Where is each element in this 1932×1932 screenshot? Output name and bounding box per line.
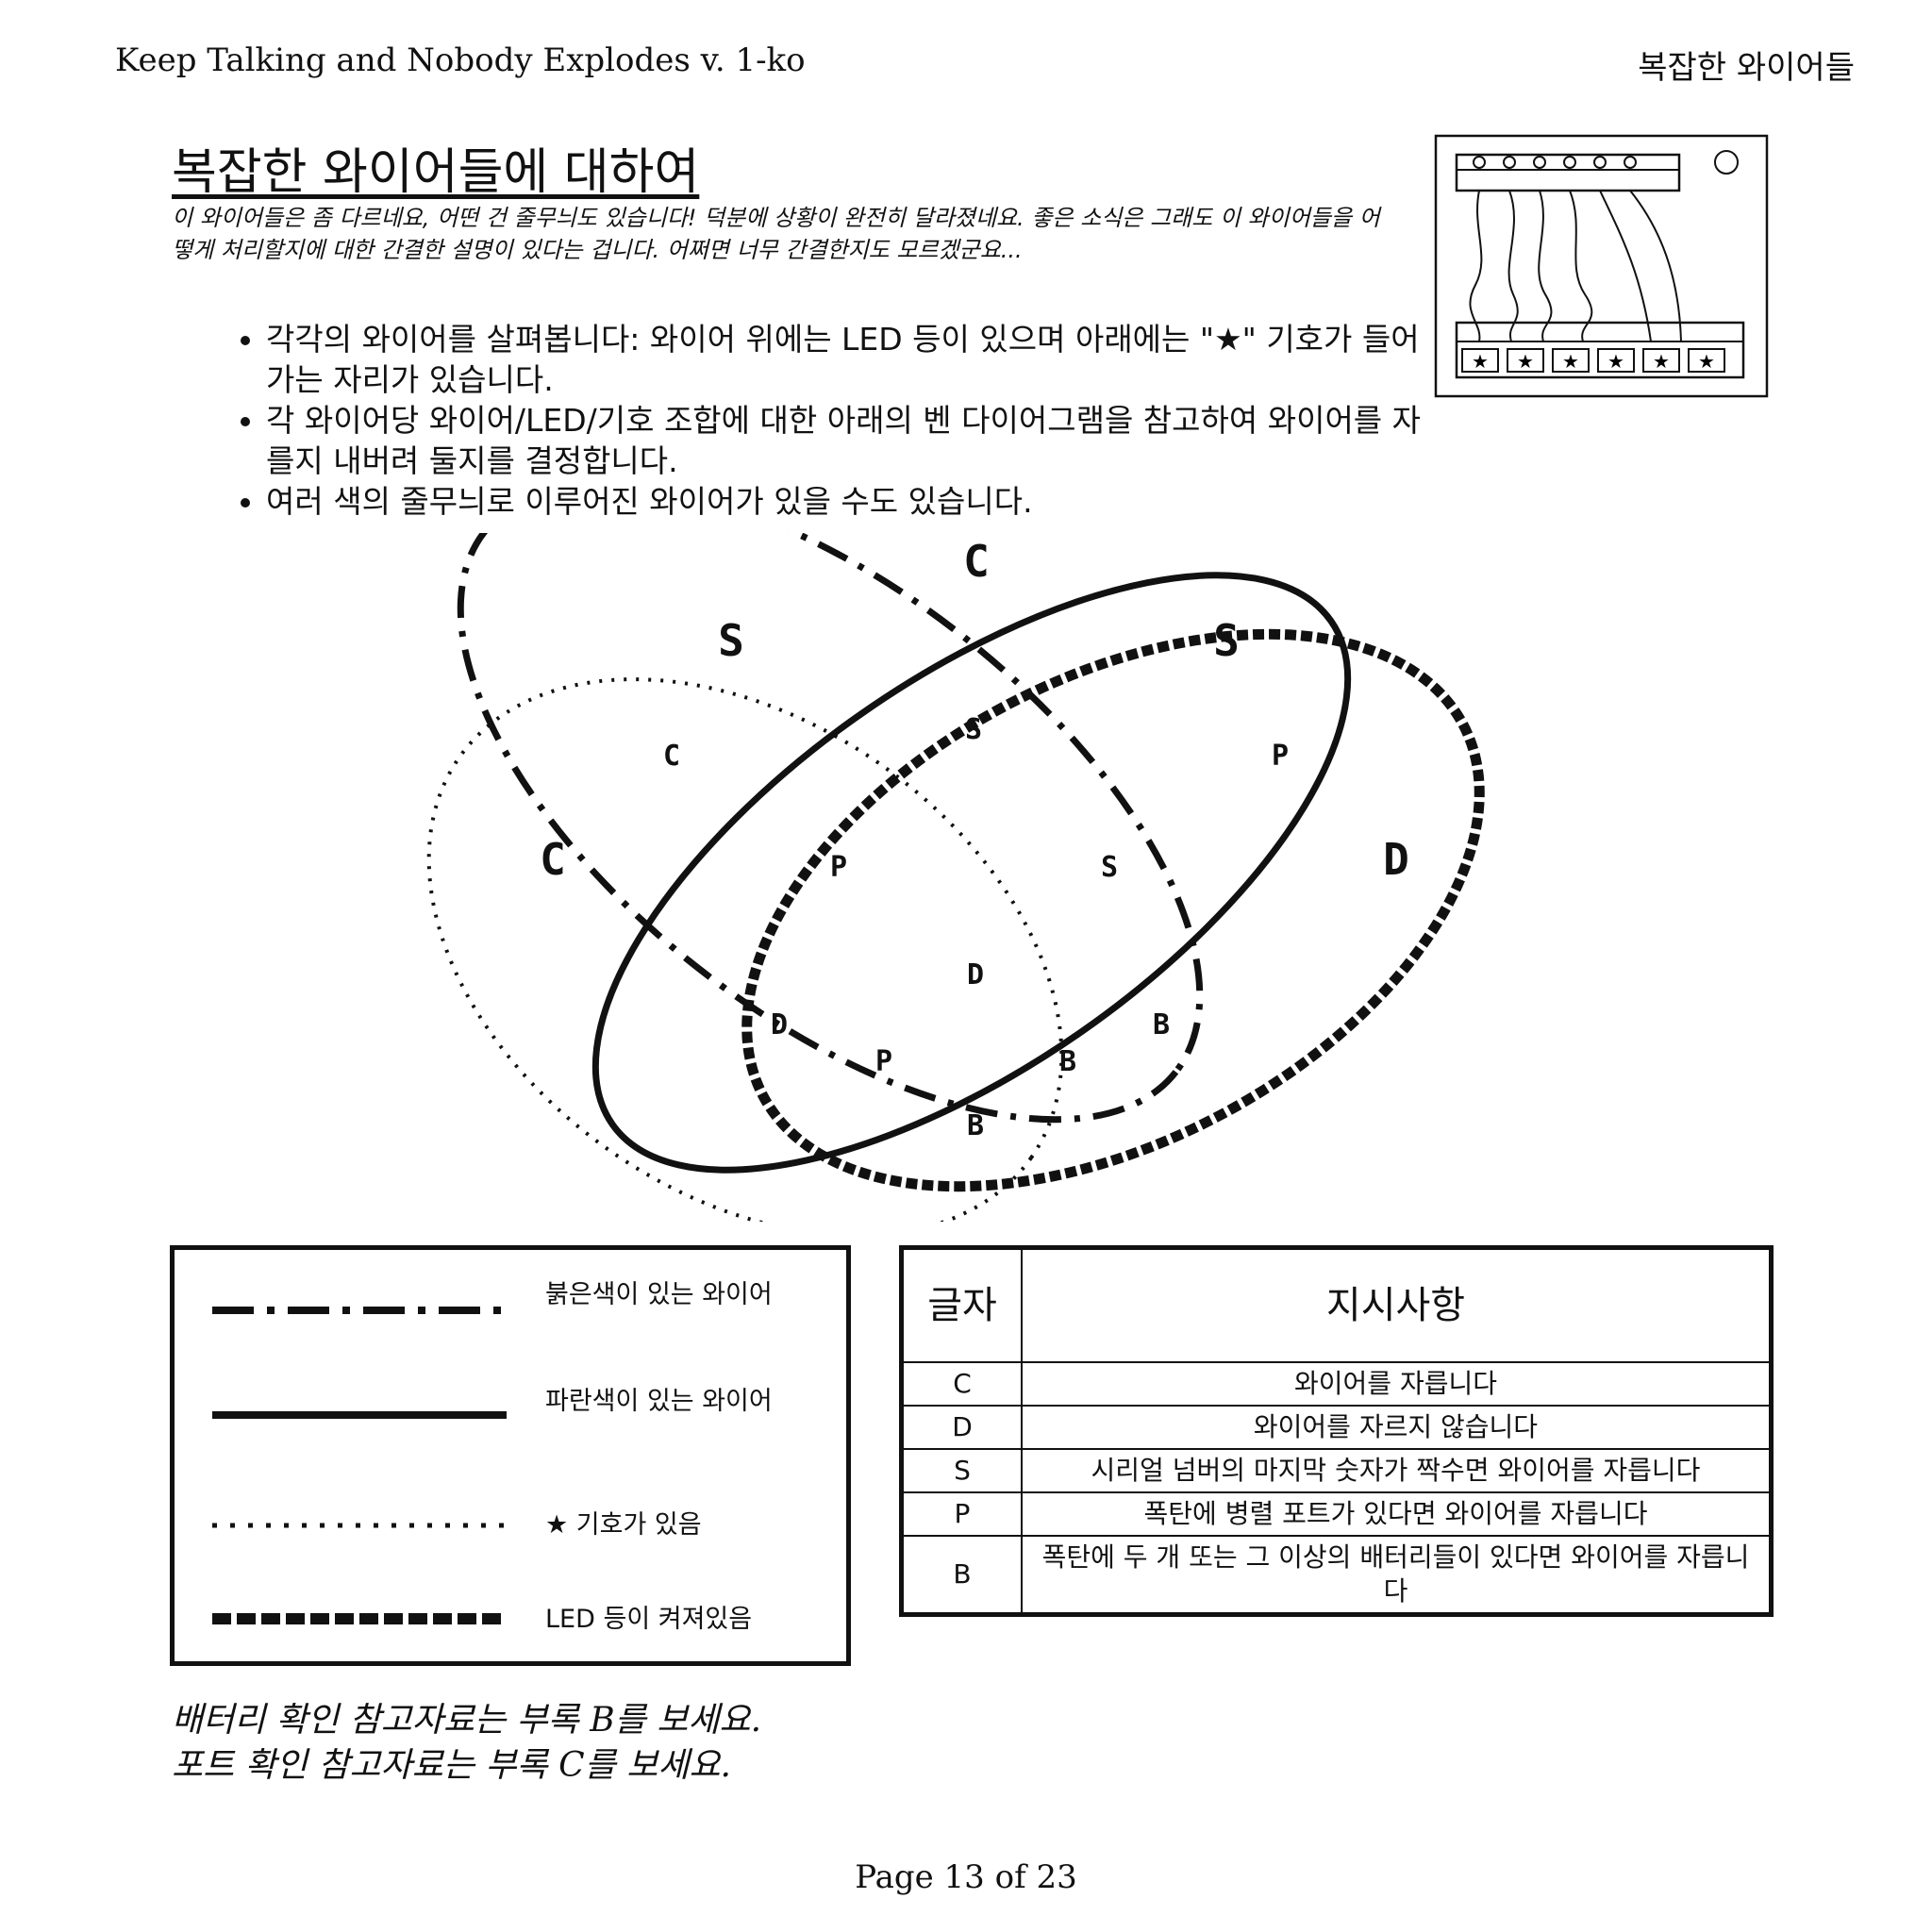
star-slot	[1642, 348, 1680, 373]
wire	[1538, 190, 1553, 342]
legend-row-blue: 파란색이 있는 와이어	[175, 1385, 846, 1470]
led-light	[1473, 156, 1486, 169]
star-slot	[1461, 348, 1499, 373]
venn-region-label: D	[967, 958, 984, 991]
star-slots: ★ ★ ★ ★ ★ ★	[1461, 348, 1725, 373]
star-slot	[1507, 348, 1544, 373]
star-slot	[1552, 348, 1590, 373]
solid-line-swatch	[212, 1411, 507, 1419]
complicated-wires-module-icon: ★ ★ ★ ★ ★ ★	[1434, 134, 1769, 398]
module-frame	[1434, 134, 1769, 398]
venn-region-label: C	[540, 834, 566, 885]
row-instruction: 시리얼 넘버의 마지막 숫자가 짝수면 와이어를 자릅니다	[1021, 1448, 1773, 1493]
led-light	[1533, 156, 1546, 169]
table-row: C 와이어를 자릅니다	[900, 1361, 1773, 1407]
star-slot	[1597, 348, 1635, 373]
page-title: 복잡한 와이어들에 대하여	[172, 144, 700, 201]
venn-region-label: B	[1059, 1045, 1076, 1078]
dash-dot-line-swatch	[212, 1307, 507, 1314]
star-icon: ★	[1472, 350, 1489, 373]
thick-dashed-line-swatch	[212, 1613, 507, 1624]
legend-row-red: 붉은색이 있는 와이어	[175, 1278, 846, 1363]
row-letter: S	[900, 1448, 1023, 1493]
instruction-table: 글자 지시사항 C 와이어를 자릅니다 D 와이어를 자르지 않습니다 S 시리…	[899, 1245, 1774, 1617]
legend-label-blue: 파란색이 있는 와이어	[545, 1387, 773, 1416]
table-header-row: 글자 지시사항	[900, 1246, 1773, 1363]
row-instruction: 와이어를 자르지 않습니다	[1021, 1405, 1773, 1450]
led-strip	[1455, 153, 1681, 192]
led-light	[1563, 156, 1576, 169]
instruction-bullet-list: 각각의 와이어를 살펴봅니다: 와이어 위에는 LED 등이 있으며 아래에는 …	[217, 319, 1445, 522]
led-on-set-outline	[741, 628, 1485, 1192]
venn-region-label: S	[965, 713, 982, 746]
star-icon: ★	[1607, 350, 1624, 373]
dotted-line-swatch	[212, 1523, 507, 1528]
venn-region-label: D	[1383, 834, 1409, 885]
venn-region-label: P	[830, 851, 847, 884]
star-icon: ★	[1653, 350, 1670, 373]
venn-legend: 붉은색이 있는 와이어 파란색이 있는 와이어 ★ 기호가 있음 LED 등이 …	[170, 1245, 851, 1666]
led-light	[1624, 156, 1637, 169]
table-row: B 폭탄에 두 개 또는 그 이상의 배터리들이 있다면 와이어를 자릅니다	[900, 1535, 1773, 1616]
star-icon: ★	[1517, 350, 1534, 373]
star-icon: ★	[1698, 350, 1715, 373]
legend-label-star: ★ 기호가 있음	[545, 1510, 702, 1540]
wire	[1599, 190, 1652, 342]
venn-region-label: C	[963, 536, 990, 587]
blue-wire-set-outline	[591, 572, 1352, 1174]
table-row: D 와이어를 자르지 않습니다	[900, 1405, 1773, 1450]
row-letter: C	[900, 1361, 1023, 1407]
star-strip	[1455, 321, 1745, 379]
wire	[1469, 190, 1483, 342]
table-row: P 폭탄에 병렬 포트가 있다면 와이어를 자릅니다	[900, 1491, 1773, 1537]
legend-row-star: ★ 기호가 있음	[175, 1491, 846, 1576]
venn-diagram: C S S C D C S P P S D D B P B B	[426, 533, 1485, 1222]
venn-region-label: B	[967, 1109, 984, 1142]
star-icon: ★	[1562, 350, 1579, 373]
bullet-item: 여러 색의 줄무늬로 이루어진 와이어가 있을 수도 있습니다.	[266, 481, 1445, 522]
led-light	[1593, 156, 1607, 169]
row-letter: D	[900, 1405, 1023, 1450]
venn-region-label: S	[718, 615, 744, 666]
venn-region-label: P	[1272, 740, 1289, 773]
page-number: Page 13 of 23	[855, 1858, 1077, 1896]
row-letter: P	[900, 1491, 1023, 1537]
venn-region-label: D	[771, 1008, 788, 1041]
star-slot	[1688, 348, 1725, 373]
appendix-references: 배터리 확인 참고자료는 부록 B를 보세요. 포트 확인 참고자료는 부록 C…	[172, 1698, 761, 1789]
port-appendix-note: 포트 확인 참고자료는 부록 C를 보세요.	[172, 1746, 732, 1785]
table-row: S 시리얼 넘버의 마지막 숫자가 짝수면 와이어를 자릅니다	[900, 1448, 1773, 1493]
row-letter: B	[900, 1535, 1023, 1616]
wire	[1507, 190, 1519, 342]
bullet-item: 각 와이어당 와이어/LED/기호 조합에 대한 아래의 벤 다이어그램을 참고…	[266, 400, 1445, 481]
venn-region-label: S	[1213, 615, 1240, 666]
column-header-instruction: 지시사항	[1021, 1246, 1773, 1363]
intro-paragraph: 이 와이어들은 좀 다르네요, 어떤 건 줄무늬도 있습니다! 덕분에 상황이 …	[172, 205, 1380, 263]
venn-region-label: B	[1153, 1008, 1170, 1041]
battery-appendix-note: 배터리 확인 참고자료는 부록 B를 보세요.	[172, 1701, 762, 1740]
legend-label-led: LED 등이 켜져있음	[545, 1605, 753, 1634]
led-light	[1503, 156, 1516, 169]
row-instruction: 폭탄에 두 개 또는 그 이상의 배터리들이 있다면 와이어를 자릅니다	[1021, 1535, 1773, 1616]
header-section-title: 복잡한 와이어들	[1638, 49, 1855, 87]
wire	[1569, 190, 1593, 342]
status-light	[1714, 150, 1739, 175]
column-header-letter: 글자	[900, 1246, 1023, 1363]
legend-label-red: 붉은색이 있는 와이어	[545, 1280, 773, 1309]
row-instruction: 폭탄에 병렬 포트가 있다면 와이어를 자릅니다	[1021, 1491, 1773, 1537]
wire	[1629, 190, 1682, 342]
row-instruction: 와이어를 자릅니다	[1021, 1361, 1773, 1407]
star-symbol-set-outline	[426, 677, 1064, 1222]
header-manual-title: Keep Talking and Nobody Explodes v. 1-ko	[115, 42, 806, 79]
venn-region-label: C	[663, 740, 680, 773]
bullet-item: 각각의 와이어를 살펴봅니다: 와이어 위에는 LED 등이 있으며 아래에는 …	[266, 319, 1445, 400]
legend-row-led: LED 등이 켜져있음	[175, 1586, 846, 1671]
venn-region-label: P	[875, 1045, 892, 1078]
venn-region-label: S	[1101, 851, 1118, 884]
